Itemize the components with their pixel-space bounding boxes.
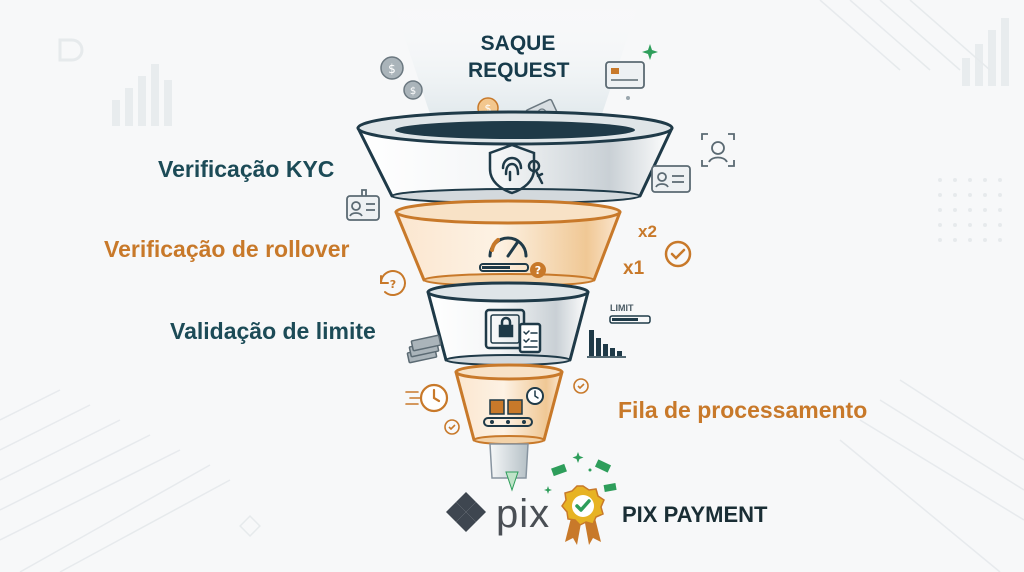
funnel-stage-limit <box>426 281 590 366</box>
check-circle-small-icon-right <box>573 378 589 394</box>
cash-stack-icon <box>406 334 442 364</box>
face-scan-icon <box>701 133 735 167</box>
profile-card-icon <box>651 165 691 193</box>
funnel-stage-rollover <box>394 199 622 287</box>
incoming-light-beam <box>392 0 640 120</box>
pix-logo-text: pix <box>496 492 551 536</box>
svg-text:$: $ <box>485 102 492 115</box>
stage-label-queue: Fila de processamento <box>618 397 868 423</box>
sparkle-icon <box>642 44 658 60</box>
check-circle-icon <box>664 240 692 268</box>
saque-request-title: SAQUE REQUEST <box>468 30 570 84</box>
check-circle-small-icon <box>444 419 460 435</box>
bar-chart-icon <box>587 330 626 358</box>
stage-label-limit: Validação de limite <box>170 318 376 344</box>
arrow-down-icon <box>505 471 519 492</box>
multiplier-x1-badge: x1 <box>623 258 645 279</box>
svg-text:$: $ <box>388 62 396 76</box>
safe-lock-checklist-icon <box>484 308 542 354</box>
bar-chart-decoration-right <box>962 18 1009 86</box>
funnel-stage-kyc <box>356 110 674 204</box>
refresh-question-icon: ? <box>380 270 406 297</box>
money-confetti-icon <box>544 452 617 494</box>
pix-payment-label: PIX PAYMENT <box>622 502 768 527</box>
speedometer-gauge-icon: ? <box>479 236 546 278</box>
bar-chart-decoration-left <box>112 64 172 126</box>
pix-logo-icon <box>446 492 486 532</box>
id-card-icon <box>346 189 380 221</box>
multiplier-x2-badge: x2 <box>638 222 657 241</box>
stage-label-rollover: Verificação de rollover <box>104 236 350 262</box>
conveyor-boxes-icon <box>483 387 544 427</box>
fingerprint-shield-key-icon <box>488 143 544 195</box>
title-line-1: SAQUE <box>480 32 556 55</box>
limit-progress-bar <box>609 315 651 324</box>
title-line-2: REQUEST <box>468 59 570 82</box>
coin-icon: $ $ <box>380 56 423 100</box>
funnel-spout <box>489 443 529 479</box>
svg-text:?: ? <box>390 278 396 291</box>
verified-badge-icon <box>561 485 605 545</box>
stage-label-kyc: Verificação KYC <box>158 156 335 182</box>
credit-card-icon <box>605 61 645 89</box>
svg-text:?: ? <box>535 264 541 277</box>
limit-caption: LIMIT <box>610 303 634 313</box>
dot-grid-decoration <box>938 178 1002 242</box>
svg-text:$: $ <box>410 86 416 97</box>
clock-icon <box>405 383 449 413</box>
